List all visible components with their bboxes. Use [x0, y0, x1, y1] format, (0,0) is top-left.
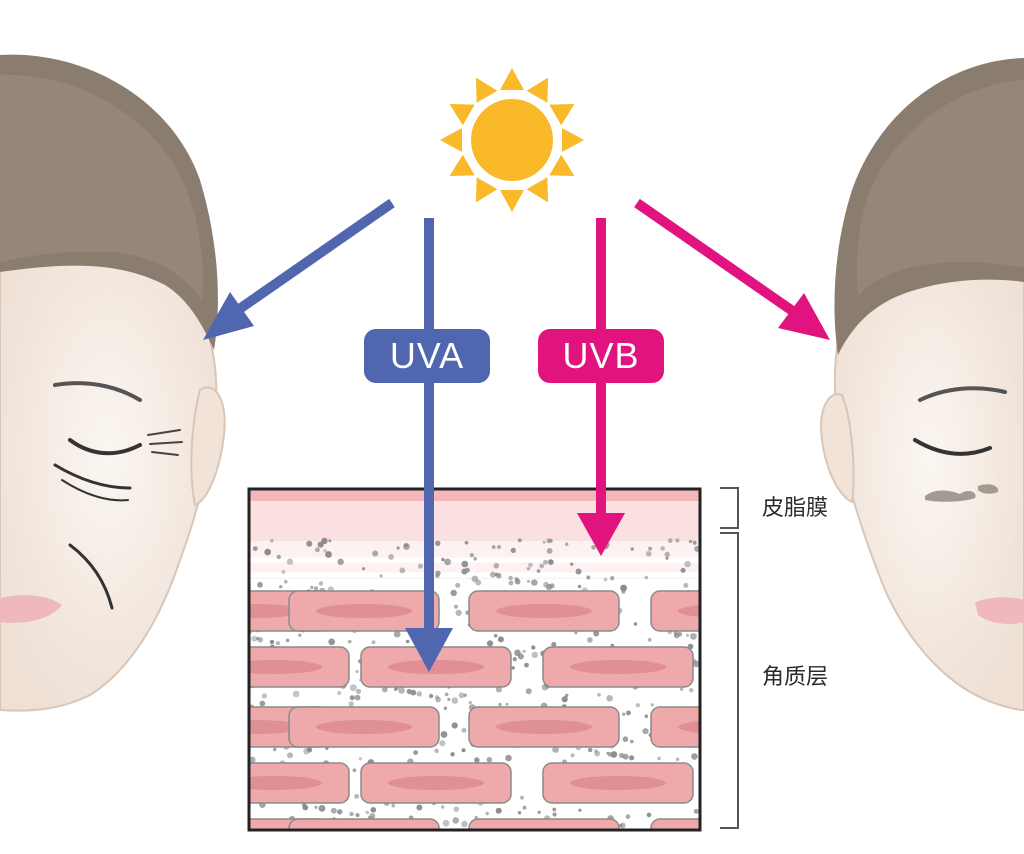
left-ear: [190, 386, 226, 507]
left-eye-closed: [68, 438, 142, 456]
left-lips: [0, 595, 62, 623]
uvb-label: UVB: [538, 329, 664, 383]
left-face-skin: [0, 243, 218, 712]
sebum-film-label: 皮脂膜: [762, 496, 829, 521]
stratum-corneum-label: 角质层: [762, 665, 829, 690]
corneocyte-cells: [249, 590, 700, 830]
right-face-hair-shade: [856, 80, 1024, 295]
right-lips: [975, 597, 1024, 624]
stratum-corneum-bracket: [720, 532, 739, 829]
left-nasolabial-fold: [68, 543, 114, 610]
skin-cross-section: [247, 487, 702, 832]
left-face-illustration: [0, 54, 226, 712]
left-crowsfeet: [147, 429, 183, 456]
uvb-side-arrow: [634, 198, 830, 340]
uva-down-arrow: [405, 218, 453, 672]
uva-label: UVA: [364, 329, 490, 383]
right-face-skin: [833, 256, 1024, 712]
right-eyebrow: [918, 386, 1007, 402]
right-face-illustration: [820, 58, 1024, 712]
layer-brackets: [720, 487, 739, 829]
sebum-film-layer: [249, 489, 700, 501]
sebum-film-bracket: [720, 487, 739, 529]
right-ear: [820, 393, 855, 504]
right-pigment-spots: [925, 484, 999, 502]
uva-side-arrow: [203, 198, 395, 340]
sun-icon: [440, 68, 584, 212]
left-wrinkle-1: [53, 463, 132, 490]
left-eyebrow: [53, 381, 142, 402]
left-face-hair-shade: [0, 74, 203, 300]
left-wrinkle-2: [61, 479, 129, 502]
right-eye-closed: [913, 438, 992, 456]
